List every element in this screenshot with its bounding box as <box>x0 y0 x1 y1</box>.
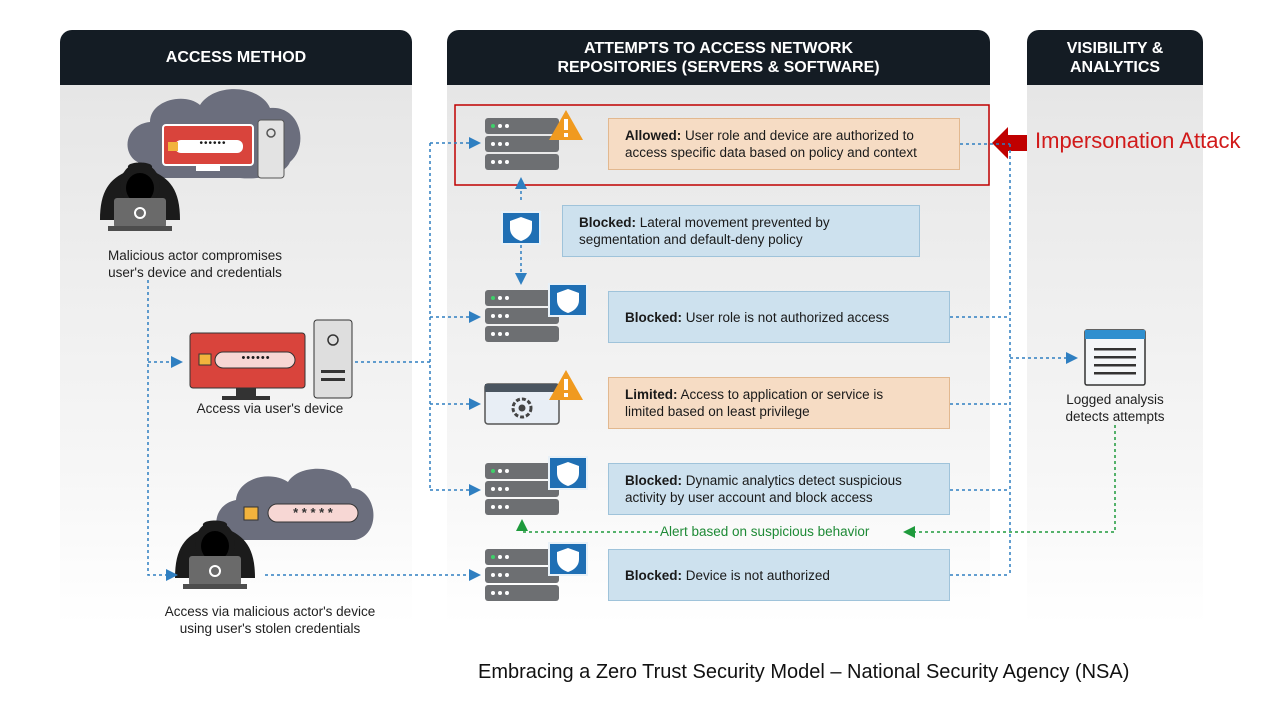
shield-icon-analytics <box>548 456 588 490</box>
logged-analysis-label: Logged analysis detects attempts <box>1065 392 1165 424</box>
user-device-tower <box>313 319 353 399</box>
attempt-device-box: Blocked: Device is not authorized <box>608 549 950 601</box>
user-device-password: •••••• <box>241 352 271 364</box>
visibility-header-line1: VISIBILITY & <box>1066 39 1164 57</box>
attempt-limited-box: Limited: Access to application or servic… <box>608 377 950 429</box>
visibility-header-line2: ANALYTICS <box>1069 58 1161 76</box>
attempt-lateral-box: Blocked: Lateral movement prevented by s… <box>562 205 920 257</box>
attempts-header: ATTEMPTS TO ACCESS NETWORK REPOSITORIES … <box>447 30 990 85</box>
visibility-header: VISIBILITY & ANALYTICS <box>1027 30 1203 85</box>
server-icon-role <box>485 290 559 342</box>
source-caption: Embracing a Zero Trust Security Model – … <box>478 661 1130 683</box>
server-icon-analytics <box>485 463 559 515</box>
server-icon-allowed <box>485 118 559 170</box>
attempt-role-box: Blocked: User role is not authorized acc… <box>608 291 950 343</box>
attempts-column <box>447 85 990 625</box>
application-window-icon <box>484 383 560 425</box>
compromised-tower <box>257 119 285 179</box>
attempts-header-line2: REPOSITORIES (SERVERS & SOFTWARE) <box>557 58 880 76</box>
impersonation-highlight <box>454 104 990 186</box>
stolen-password: * * * * * <box>293 505 333 520</box>
shield-icon-device <box>548 542 588 576</box>
malicious-compromise-label: Malicious actor compromises user's devic… <box>107 248 283 280</box>
shield-icon-lateral <box>501 211 541 245</box>
stolen-credentials-label: Access via malicious actor's device usin… <box>164 604 376 636</box>
attempt-allowed-box: Allowed: User role and device are author… <box>608 118 960 170</box>
alert-label: Alert based on suspicious behavior <box>660 524 870 539</box>
compromised-password: •••••• <box>199 138 227 149</box>
server-icon-device <box>485 549 559 601</box>
shield-icon-role <box>548 283 588 317</box>
attempt-analytics-box: Blocked: Dynamic analytics detect suspic… <box>608 463 950 515</box>
log-document-icon <box>1084 329 1146 386</box>
attempts-header-line1: ATTEMPTS TO ACCESS NETWORK <box>583 39 854 57</box>
impersonation-attack-label: Impersonation Attack <box>1035 128 1241 153</box>
access-method-header: ACCESS METHOD <box>60 30 412 85</box>
impersonation-arrow <box>992 127 1027 159</box>
user-device-label: Access via user's device <box>196 401 344 416</box>
